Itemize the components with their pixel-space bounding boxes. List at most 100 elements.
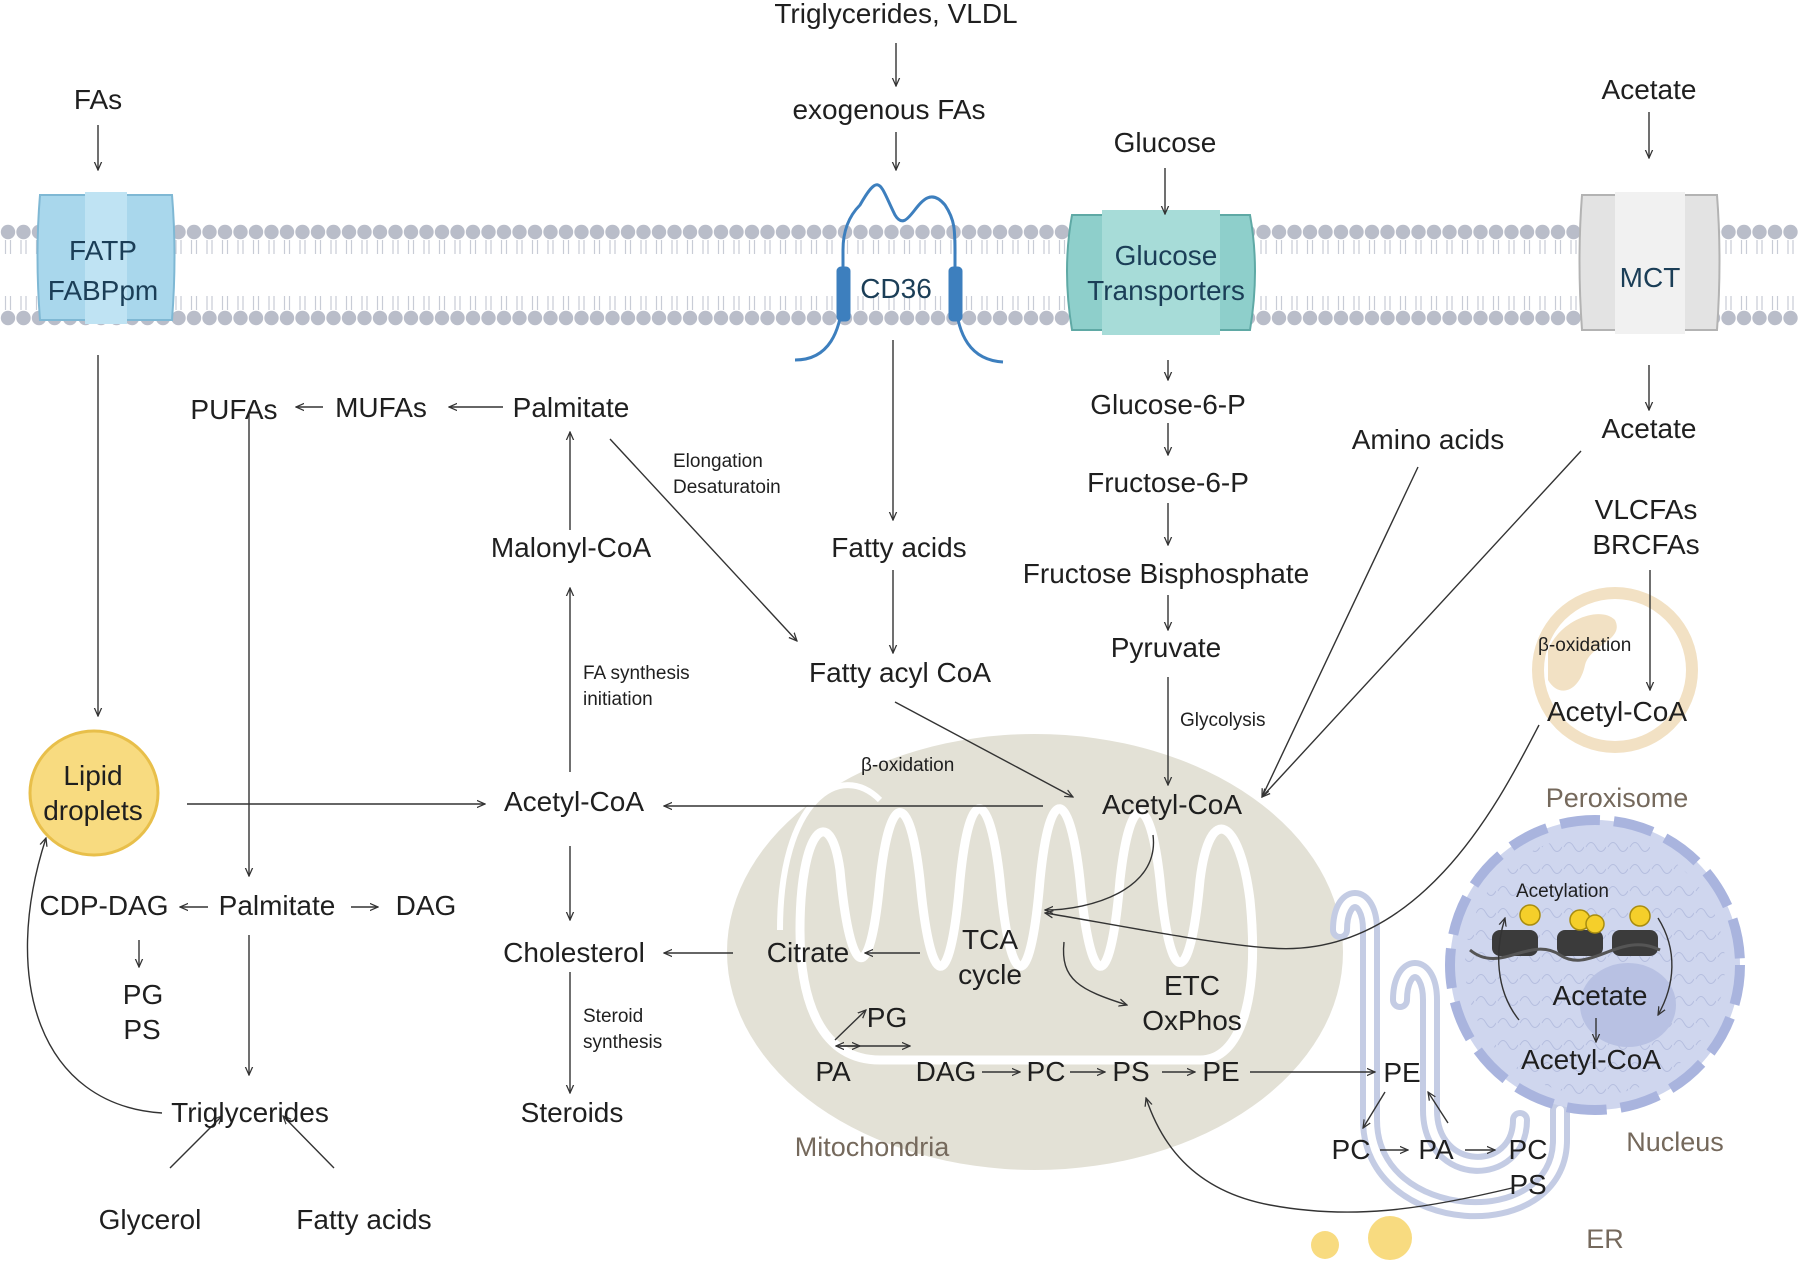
lipid-head <box>884 224 899 240</box>
lipid-head <box>326 310 341 326</box>
amino-acids-label: Amino acids <box>1351 424 1505 455</box>
lipid-head <box>1767 224 1783 240</box>
vesicle <box>1311 1231 1339 1259</box>
curved-arrows <box>26 724 1673 1213</box>
lipid-head <box>1535 224 1550 240</box>
acetate-cytosol-label: Acetate <box>1601 413 1697 444</box>
lipid-head <box>310 224 326 240</box>
lipid-head <box>248 310 264 326</box>
vesicle <box>1368 1216 1412 1260</box>
lipid-head <box>1488 310 1504 326</box>
lipid-head <box>930 310 946 326</box>
lipid-head <box>434 224 450 240</box>
lipid-head <box>605 310 620 326</box>
oxphos-label: OxPhos <box>1142 1005 1242 1036</box>
lipid-head <box>884 310 899 326</box>
lipid-head <box>202 224 217 240</box>
lipid-head <box>651 310 667 326</box>
lipid-head <box>760 310 775 326</box>
glycolysis-label: Glycolysis <box>1180 710 1266 731</box>
lipid-head <box>1023 310 1039 326</box>
lipid-head <box>310 310 326 326</box>
lipid-head <box>713 224 729 240</box>
ps-er-label: PS <box>1509 1169 1547 1200</box>
lipid-head <box>651 224 667 240</box>
steroids-label: Steroids <box>520 1097 624 1128</box>
lipid-head <box>1736 224 1752 240</box>
lipid-head <box>1519 224 1535 240</box>
cdp-dag-label: CDP-DAG <box>39 890 169 921</box>
lipid-head <box>388 310 403 326</box>
lipid-head <box>1535 310 1550 326</box>
lipid-head <box>1364 224 1380 240</box>
lipid-head <box>465 224 481 240</box>
lipid-head <box>868 224 884 240</box>
lipid-head <box>372 310 388 326</box>
lipid-head <box>1504 310 1519 326</box>
lipid-head <box>636 224 651 240</box>
lipid-head <box>589 224 605 240</box>
lipid-head <box>1442 224 1457 240</box>
lipid-head <box>1008 310 1023 326</box>
lipid-head <box>822 310 837 326</box>
lipid-head <box>171 310 186 326</box>
nucleus <box>1445 815 1745 1115</box>
lipid-droplets-label-2: droplets <box>43 795 143 826</box>
acetyl-coa-mito-label: Acetyl-CoA <box>1101 789 1243 820</box>
lipid-head <box>589 310 605 326</box>
lipid-droplet <box>28 729 160 857</box>
lipid-head <box>744 310 760 326</box>
lipid-head <box>388 224 403 240</box>
lipid-head <box>1442 310 1457 326</box>
lipid-head <box>1302 224 1318 240</box>
acetyl-coa-cytosol-label: Acetyl-CoA <box>503 786 645 817</box>
cholesterol-label: Cholesterol <box>503 937 645 968</box>
lipid-head <box>1411 310 1426 326</box>
lipid-head <box>512 310 527 326</box>
lipid-head <box>605 224 620 240</box>
lipid-head <box>326 224 341 240</box>
lipid-head <box>1783 224 1798 240</box>
acetate-nucleus-label: Acetate <box>1552 980 1648 1011</box>
lipid-head <box>1054 310 1070 326</box>
lipid-head <box>1395 310 1411 326</box>
lipid-head <box>341 224 357 240</box>
lipid-head <box>450 224 465 240</box>
lipid-head <box>930 224 946 240</box>
brcfas-label: BRCFAs <box>1592 529 1700 560</box>
lipid-head <box>636 310 651 326</box>
lipid-head <box>357 310 372 326</box>
fatp-transporter <box>36 192 176 324</box>
lipid-head <box>868 310 884 326</box>
lipid-head <box>558 310 574 326</box>
lipid-head <box>961 224 977 240</box>
er-label: ER <box>1586 1224 1624 1254</box>
lipid-head <box>698 224 713 240</box>
lipid-head <box>1039 310 1054 326</box>
lipid-head <box>16 224 31 240</box>
lipid-head <box>682 310 698 326</box>
pc-er-right-label: PC <box>1508 1134 1548 1165</box>
lipid-head <box>1349 310 1364 326</box>
lipid-head <box>1473 310 1488 326</box>
tca-label-2: cycle <box>958 959 1022 990</box>
lipid-head <box>1504 224 1519 240</box>
pc-mito-label: PC <box>1026 1056 1066 1087</box>
lipid-head <box>1550 310 1566 326</box>
citrate-label: Citrate <box>766 937 850 968</box>
lipid-head <box>186 310 202 326</box>
lipid-head <box>806 224 822 240</box>
lipid-head <box>1380 224 1395 240</box>
lipid-head <box>233 310 248 326</box>
lipid-head <box>1736 310 1752 326</box>
lipid-head <box>16 310 31 326</box>
pe-mito-label: PE <box>1202 1056 1240 1087</box>
acetylation-label: Acetylation <box>1516 881 1609 902</box>
lipid-head <box>1287 310 1302 326</box>
pa-er-label: PA <box>1418 1134 1454 1165</box>
peroxisome-beta-oxidation-label: β-oxidation <box>1538 635 1632 656</box>
ps-cytosol-label: PS <box>123 1014 161 1045</box>
lipid-head <box>713 310 729 326</box>
pa-mito-label: PA <box>815 1056 851 1087</box>
